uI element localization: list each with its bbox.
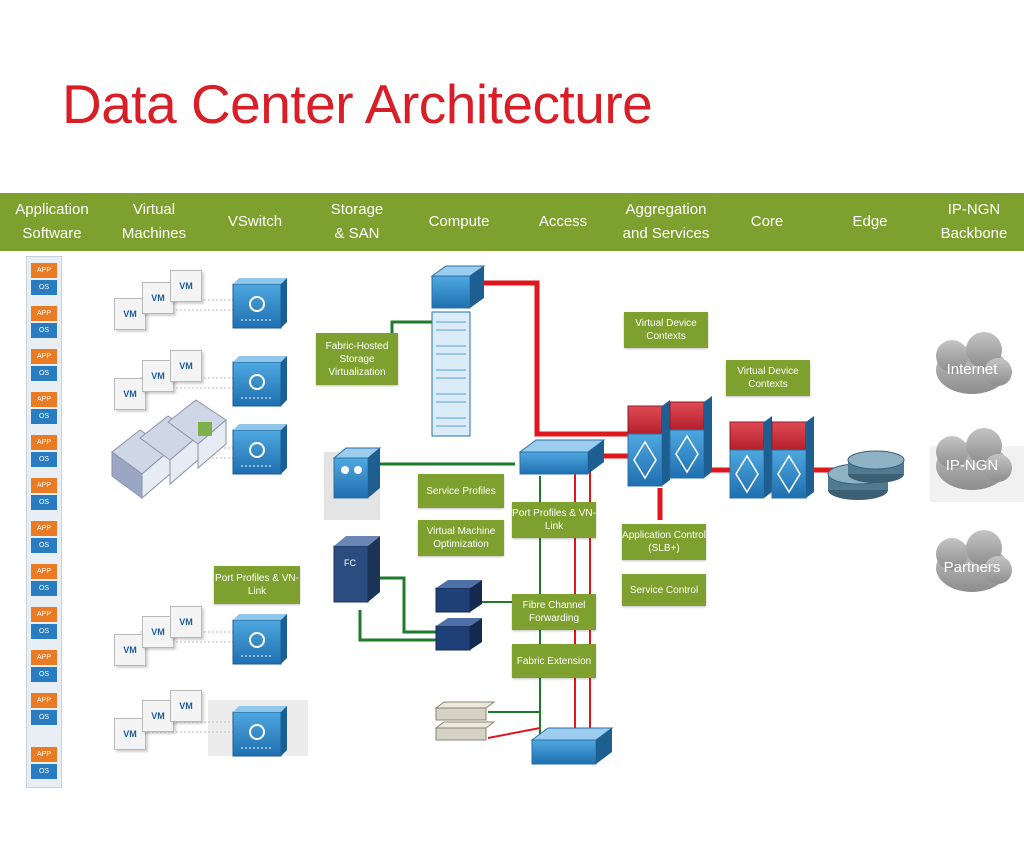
ipngn-cloud-icon bbox=[936, 428, 1012, 490]
label-fabric-extension: Fabric Extension bbox=[512, 644, 596, 678]
header-core: Core bbox=[750, 213, 784, 230]
header-ipngn-backbone: IP-NGN Backbone bbox=[940, 201, 1008, 242]
fabric-extender-icons bbox=[434, 701, 496, 741]
label-service-profiles: Service Profiles bbox=[418, 474, 504, 508]
label-fibre-channel-forwarding: Fibre Channel Forwarding bbox=[512, 594, 596, 630]
access-switch-icon bbox=[518, 439, 606, 475]
layer-header-bar: Application Software Virtual Machines VS… bbox=[0, 193, 1024, 251]
fc-switch-icon: FC bbox=[333, 536, 380, 603]
partners-cloud-icon bbox=[936, 530, 1012, 592]
aggregation-switch-icons bbox=[627, 396, 712, 487]
cloud-label-internet: Internet bbox=[946, 361, 998, 378]
header-aggregation-services: Aggregation and Services bbox=[622, 201, 710, 242]
label-virtual-device-contexts-core: Virtual Device Contexts bbox=[726, 360, 810, 396]
header-edge: Edge bbox=[852, 213, 888, 230]
label-application-control: Application Control (SLB+) bbox=[622, 524, 706, 560]
page-title: Data Center Architecture bbox=[62, 73, 653, 135]
bottom-switch-icon bbox=[530, 727, 614, 765]
label-port-profiles-access: Port Profiles & VN- Link bbox=[512, 502, 596, 538]
edge-router-icons bbox=[827, 450, 905, 500]
core-switch-icons bbox=[729, 416, 814, 499]
cloud-label-ipngn: IP-NGN bbox=[945, 457, 999, 474]
header-vswitch: VSwitch bbox=[227, 213, 283, 230]
header-compute: Compute bbox=[428, 213, 490, 230]
label-fabric-hosted-storage: Fabric-Hosted Storage Virtualization bbox=[316, 333, 398, 385]
header-storage-san: Storage & SAN bbox=[330, 201, 384, 242]
header-virtual-machines: Virtual Machines bbox=[121, 201, 187, 242]
label-service-control: Service Control bbox=[622, 574, 706, 606]
compute-chassis-icon bbox=[430, 265, 486, 437]
storage-switch-icon bbox=[332, 447, 382, 499]
label-port-profiles-vm: Port Profiles & VN- Link bbox=[214, 566, 300, 604]
vswitch-icons bbox=[232, 278, 287, 757]
header-application-software: Application Software bbox=[15, 201, 89, 242]
header-access: Access bbox=[538, 213, 588, 230]
cloud-icons bbox=[936, 332, 1012, 592]
green-links bbox=[358, 320, 515, 642]
fabric-interconnect-icons bbox=[435, 580, 482, 651]
svg-text:FC: FC bbox=[344, 558, 356, 568]
vm-cluster-icon bbox=[111, 399, 227, 500]
label-vm-optimization: Virtual Machine Optimization bbox=[418, 520, 504, 556]
cloud-label-partners: Partners bbox=[943, 559, 1001, 576]
label-virtual-device-contexts-agg: Virtual Device Contexts bbox=[624, 312, 708, 348]
internet-cloud-icon bbox=[936, 332, 1012, 394]
